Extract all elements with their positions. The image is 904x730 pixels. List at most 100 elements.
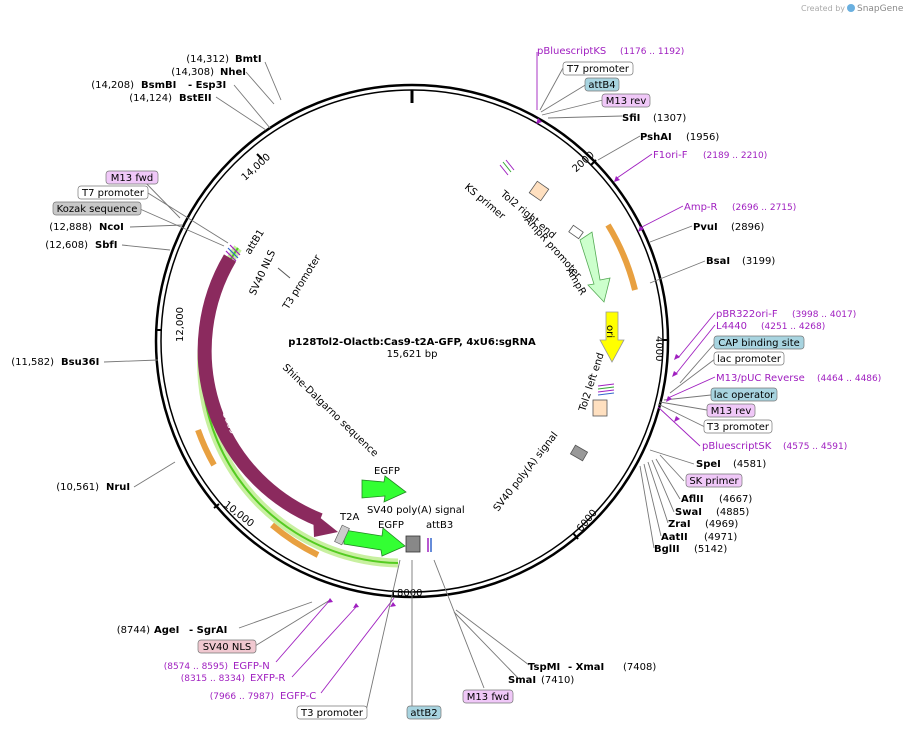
tick-label-14000: 14,000 <box>240 152 273 184</box>
ks-primer-box <box>528 180 550 202</box>
esp3i-label: - Esp3I <box>188 80 226 91</box>
egfp-c-label: EGFP-C <box>280 691 316 702</box>
f1ori-f-label: F1ori-F <box>653 150 688 161</box>
pbr322ori-f-label: pBR322ori-F <box>716 309 778 320</box>
tick-label-12000: 12,000 <box>175 307 186 342</box>
nrui-pos: (10,561) <box>56 482 99 493</box>
kozak-box <box>52 201 142 216</box>
ampr-promoter-label: AmpR promoter <box>522 215 584 282</box>
pbluescriptsk-label: pBluescriptSK <box>702 441 772 452</box>
bsteii-label: BstEII <box>179 93 212 104</box>
aflii-pos: (4667) <box>719 494 752 505</box>
pshai-label: PshAI <box>640 132 672 143</box>
cas9-arc <box>197 254 323 527</box>
m13-fwd-left-box <box>105 170 159 185</box>
sgrai-label: - SgrAI <box>189 625 227 636</box>
bglii-pos: (5142) <box>694 544 727 555</box>
bsteii-pos: (14,124) <box>129 93 172 104</box>
tick-label-4000: 4000 <box>653 336 664 361</box>
egfp-1-label: EGFP <box>374 466 400 477</box>
tick-label-8000: 8000 <box>397 588 422 599</box>
attb2-label: attB2 <box>410 708 437 719</box>
snapgene-logo-icon <box>847 4 855 12</box>
egfp-arrow-1 <box>361 475 407 503</box>
smai-pos: (7410) <box>541 675 574 686</box>
tspmi-label: TspMI <box>528 662 560 673</box>
l4440-label: L4440 <box>716 321 747 332</box>
sfii-label: SfiI <box>622 113 640 124</box>
t7-promoter-left-box <box>77 185 149 200</box>
swai-label: SwaI <box>675 507 702 518</box>
tick-marks <box>155 153 669 597</box>
egfp-2-label: EGFP <box>378 520 404 531</box>
xmai-label: - XmaI <box>568 662 604 673</box>
t3-inner-mark <box>277 267 291 279</box>
m13-rev-right-label: M13 rev <box>711 406 752 417</box>
egfp-n-label: EGFP-N <box>233 661 270 672</box>
amp-r-pos: (2696 .. 2715) <box>732 203 796 213</box>
pbluescriptks-label: pBluescriptKS <box>537 46 606 57</box>
leader-lines <box>103 52 716 712</box>
cas9-arrowhead <box>313 512 338 537</box>
bsu36i-label: Bsu36I <box>61 357 99 368</box>
pvui-pos: (2896) <box>731 222 764 233</box>
ori-label: ori <box>604 325 615 338</box>
m13-fwd-left-label: M13 fwd <box>111 173 153 184</box>
sbfi-pos: (12,608) <box>45 240 88 251</box>
amp-r-label: Amp-R <box>684 202 718 213</box>
exfp-r-label: EXFP-R <box>250 673 285 684</box>
tspmi-pos: (7408) <box>623 662 656 673</box>
snapgene-brand: SnapGene <box>857 4 904 14</box>
sv40-polya-box-right <box>569 444 589 462</box>
orange-arc-right <box>605 223 638 291</box>
m13-fwd-bottom-label: M13 fwd <box>467 692 509 703</box>
shine-dalgarno-label: Shine-Dalgarno sequence <box>280 362 380 459</box>
kozak-label: Kozak sequence <box>57 204 138 215</box>
pbluescriptks-pos: (1176 .. 1192) <box>620 47 684 57</box>
tol2-right-end-label: Tol2 right end <box>497 188 557 241</box>
tol2-left-box <box>592 399 608 417</box>
left-stripe-cluster <box>225 244 241 262</box>
top-stripe-cluster <box>499 159 515 176</box>
t7-promoter-top-label: T7 promoter <box>566 64 630 75</box>
attb4-box <box>584 77 620 92</box>
cap-binding-label: CAP binding site <box>718 338 800 349</box>
pbr322ori-f-pos: (3998 .. 4017) <box>792 310 856 320</box>
m13puc-rev-pos: (4464 .. 4486) <box>817 374 881 384</box>
lac-promoter-box <box>713 351 785 366</box>
cap-binding-box <box>713 335 805 350</box>
l4440-pos: (4251 .. 4268) <box>761 322 825 332</box>
swai-pos: (4885) <box>716 507 749 518</box>
m13-rev-top-box <box>601 93 651 108</box>
m13puc-rev-label: M13/pUC Reverse <box>716 373 805 384</box>
egfp-c-pos: (7966 .. 7987) <box>210 692 274 702</box>
pbluescriptsk-pos: (4575 .. 4591) <box>783 442 847 452</box>
sv40-polya-center-label: SV40 poly(A) signal <box>367 505 465 516</box>
attb2-box <box>406 705 442 720</box>
spei-pos: (4581) <box>733 459 766 470</box>
exfp-r-pos: (8315 .. 8334) <box>181 674 245 684</box>
pvui-label: PvuI <box>693 222 718 233</box>
bsu36i-pos: (11,582) <box>11 357 54 368</box>
plasmid-length: 15,621 bp <box>387 349 438 360</box>
nrui-label: NruI <box>106 482 130 493</box>
t3-promoter-right-box <box>703 419 773 434</box>
bmti-pos: (14,312) <box>186 54 229 65</box>
bglii-label: BglII <box>654 544 680 555</box>
spei-label: SpeI <box>696 459 721 470</box>
sbfi-label: SbfI <box>95 240 117 251</box>
m13-rev-top-label: M13 rev <box>606 96 647 107</box>
t3-promoter-inner-label: T3 promoter <box>281 252 324 312</box>
t3-promoter-bottom-label: T3 promoter <box>300 708 364 719</box>
pshai-pos: (1956) <box>686 132 719 143</box>
nhei-pos: (14,308) <box>171 67 214 78</box>
bmti-label: BmtI <box>235 54 262 65</box>
created-by-text: Created by <box>801 4 845 13</box>
f1ori-f-pos: (2189 .. 2210) <box>703 151 767 161</box>
orange-arc-left-1 <box>195 428 217 467</box>
t3-promoter-bottom-box <box>296 705 368 720</box>
aatii-pos: (4971) <box>704 532 737 543</box>
ori-arrow <box>599 311 625 363</box>
right-stripe-cluster <box>597 383 615 396</box>
